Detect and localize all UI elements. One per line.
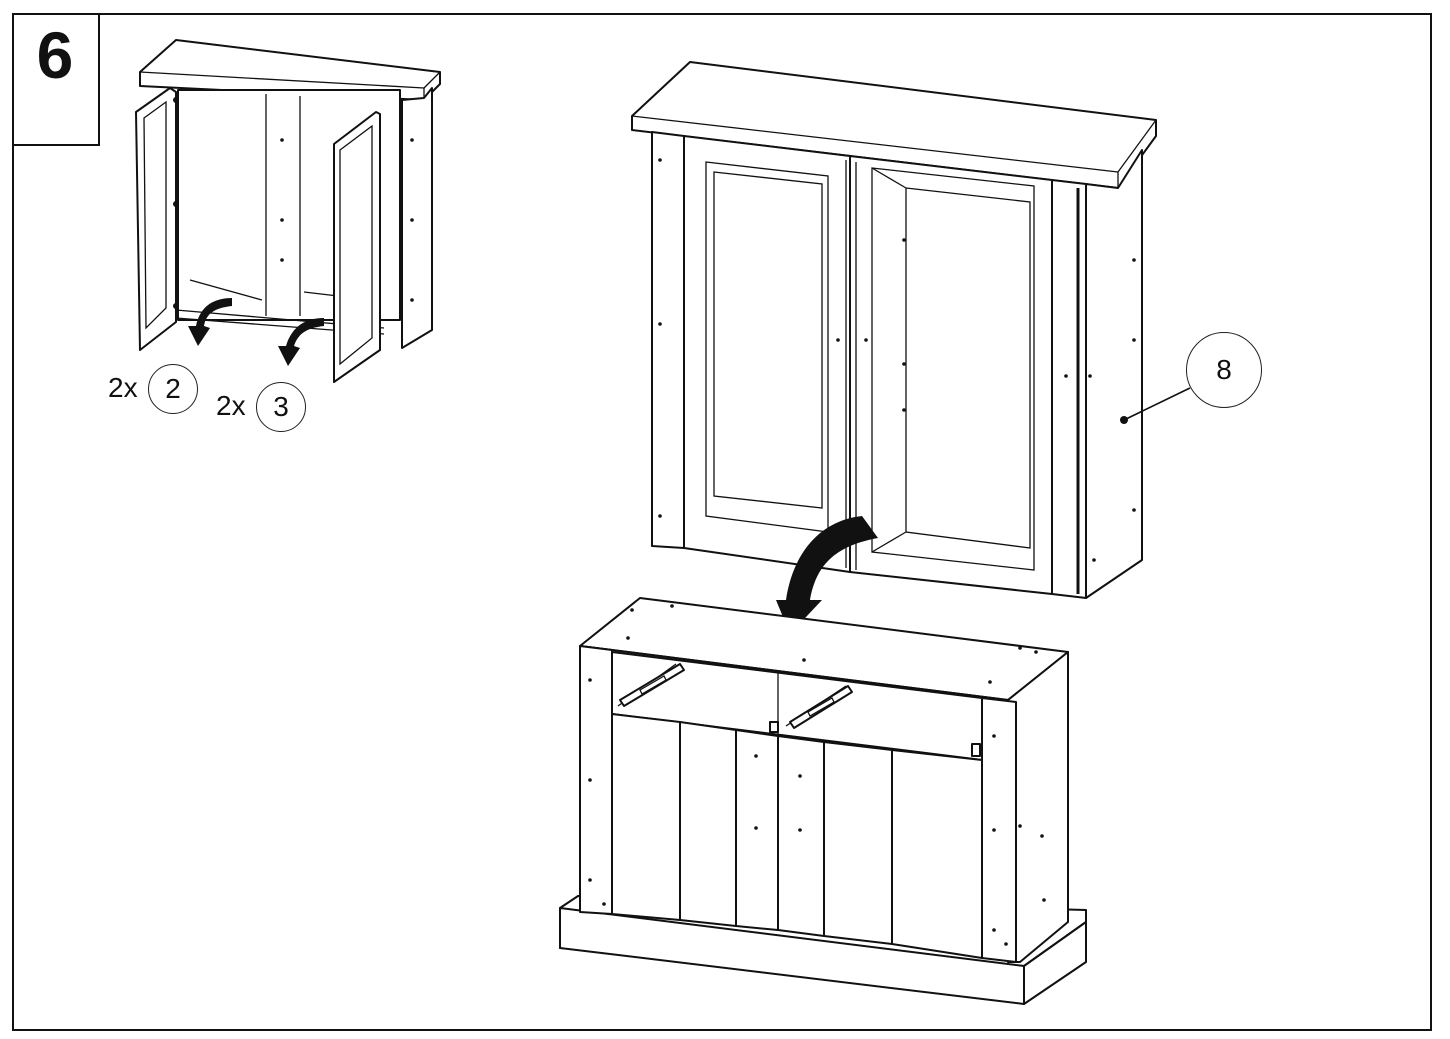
arrow-down-icon: [278, 318, 324, 366]
upper-cabinet: [631, 61, 1191, 599]
part-3-callout: 3: [256, 382, 306, 432]
placement-arrow-icon: [776, 516, 878, 634]
panel-border: [12, 13, 1432, 1031]
arrow-down-icon: [188, 298, 232, 346]
part-2-callout: 2: [148, 364, 198, 414]
step-number: 6: [36, 18, 74, 92]
part-2-quantity: 2x: [108, 372, 138, 403]
base-cabinet: [559, 597, 1087, 1005]
part-3-quantity: 2x: [216, 390, 246, 421]
part-8-callout: 8: [1186, 332, 1262, 408]
detail-open-cabinet: [135, 39, 441, 383]
step-number-box: [12, 13, 100, 146]
